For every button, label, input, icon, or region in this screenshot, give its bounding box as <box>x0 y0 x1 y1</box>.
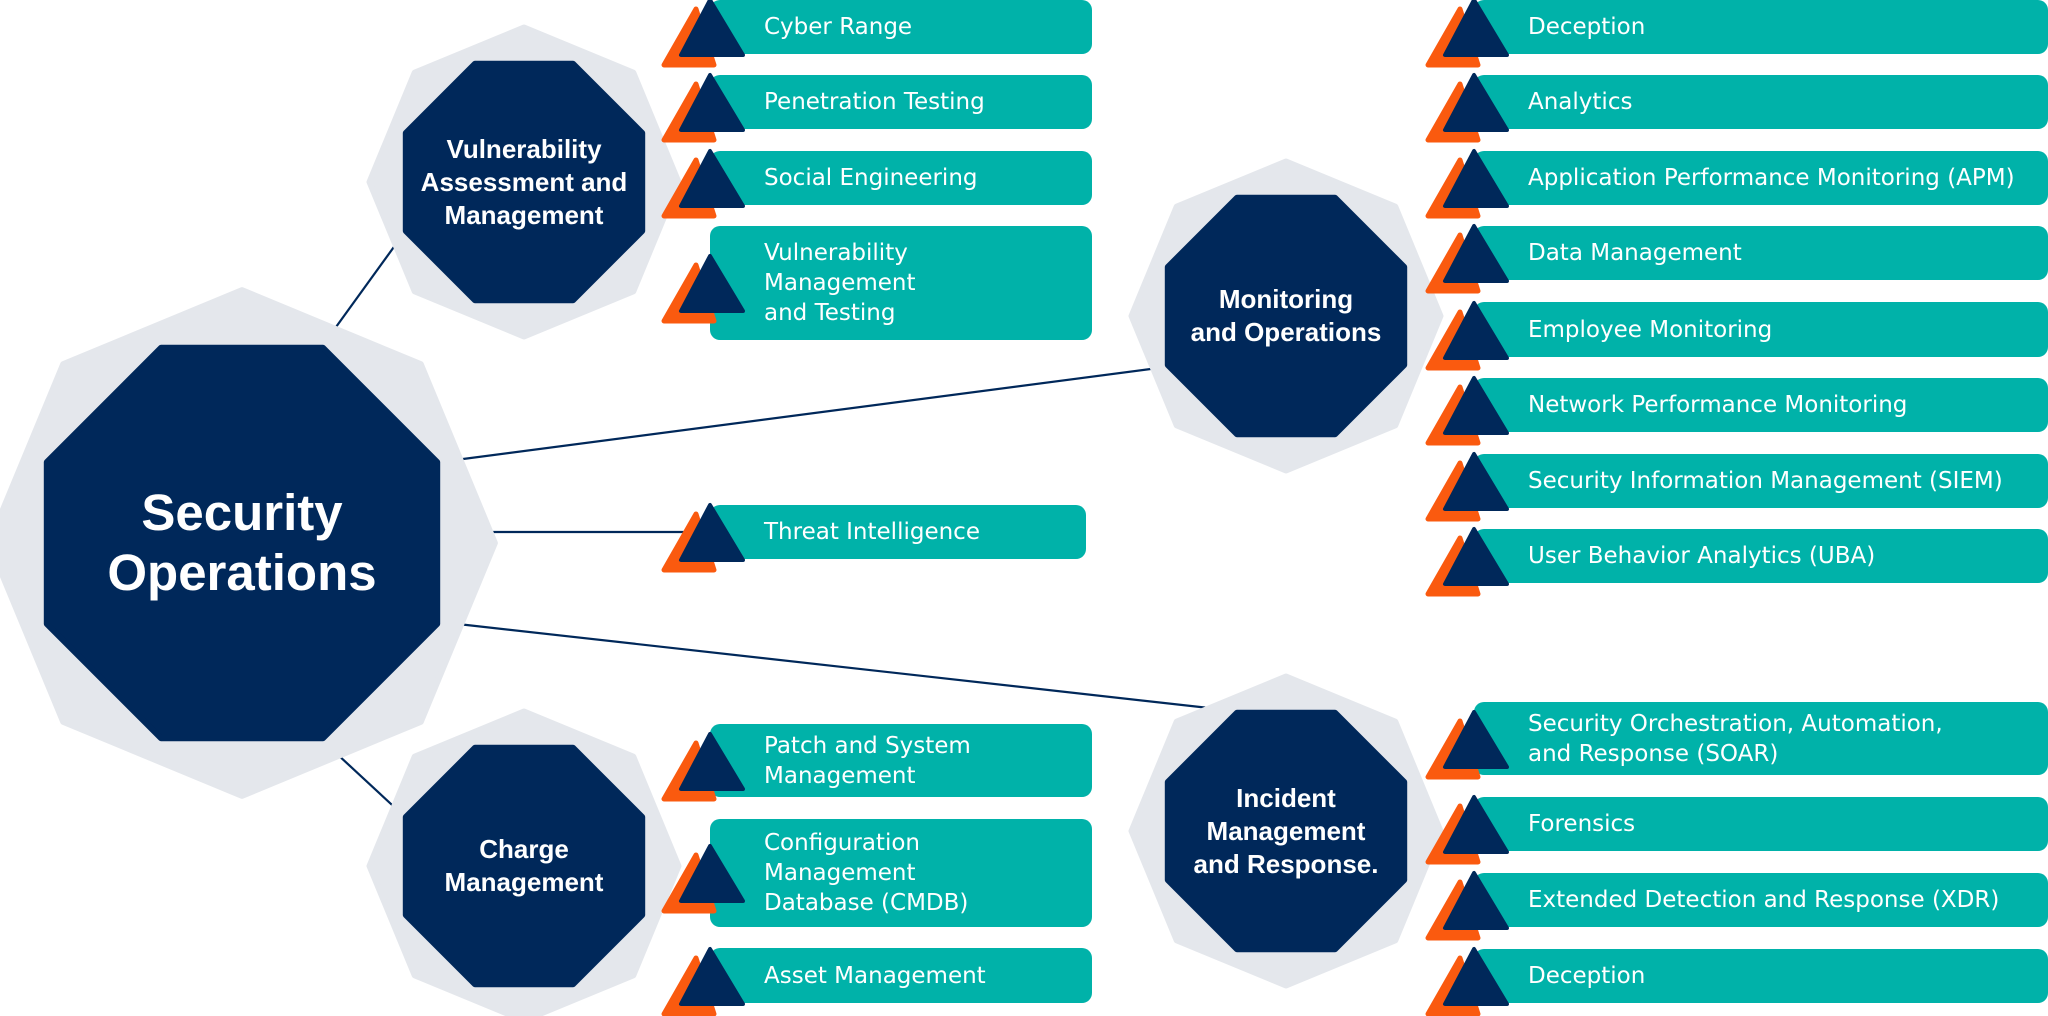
triangle-marker-icon <box>1425 709 1509 779</box>
item-bar-monitoring: Employee Monitoring <box>1474 302 2048 357</box>
item-label: Penetration Testing <box>764 89 985 115</box>
item-bar-monitoring: Deception <box>1474 0 2048 54</box>
item-label: Analytics <box>1528 89 1633 115</box>
item-label: Application Performance Monitoring (APM) <box>1528 165 2015 191</box>
triangle-marker-icon <box>1425 149 1509 219</box>
item-bar-monitoring: Data Management <box>1474 226 2048 280</box>
item-label: Data Management <box>1528 240 1742 266</box>
triangle-navy <box>1443 376 1509 435</box>
root-octagon <box>43 344 441 742</box>
item-bar-charge: Patch and System Management <box>710 724 1092 797</box>
item-label: Asset Management <box>764 962 986 989</box>
item-label: Forensics <box>1528 811 1636 837</box>
item-bar-vulnerability: Penetration Testing <box>710 75 1092 129</box>
item-label: Social Engineering <box>764 165 978 191</box>
triangle-marker-icon <box>661 503 745 573</box>
triangle-marker-icon <box>1425 73 1509 143</box>
triangle-navy <box>679 0 745 57</box>
triangle-navy <box>1443 300 1509 360</box>
item-bar-monitoring: Security Information Management (SIEM) <box>1474 454 2048 508</box>
root-title: Security Operations <box>107 484 377 601</box>
item-bar-incident: Deception <box>1474 949 2048 1003</box>
triangle-marker-icon <box>1425 224 1509 294</box>
triangle-navy <box>679 731 745 791</box>
item-bar-charge: Asset Management <box>710 948 1092 1003</box>
triangle-marker-icon <box>661 946 745 1016</box>
item-label: Deception <box>1528 14 1646 40</box>
item-label: Threat Intelligence <box>764 519 980 545</box>
triangle-navy <box>679 149 745 208</box>
item-bar-monitoring: Application Performance Monitoring (APM) <box>1474 151 2048 205</box>
triangle-navy <box>1443 947 1509 1006</box>
item-label: Employee Monitoring <box>1528 316 1773 343</box>
triangle-marker-icon <box>1425 300 1509 370</box>
item-bar-charge: Configuration Management Database (CMDB) <box>710 819 1092 927</box>
hub-charge-octagon <box>402 744 646 988</box>
item-bar-monitoring: User Behavior Analytics (UBA) <box>1474 529 2048 583</box>
triangle-navy <box>1443 224 1509 283</box>
triangle-marker-icon <box>661 254 745 324</box>
item-bar-incident: Extended Detection and Response (XDR) <box>1474 873 2048 927</box>
triangle-navy <box>679 503 745 562</box>
triangle-navy <box>1443 709 1509 769</box>
triangle-navy <box>1443 149 1509 208</box>
hub-vulnerability-octagon <box>402 60 646 304</box>
triangle-navy <box>679 844 745 903</box>
connector-monitoring <box>439 365 1167 464</box>
hub-vulnerability-title: Vulnerability Assessment and Management <box>420 133 628 230</box>
triangle-navy <box>1443 527 1509 586</box>
item-bar-incident: Forensics <box>1474 797 2048 851</box>
item-bar-monitoring: Network Performance Monitoring <box>1474 378 2048 432</box>
hub-charge-title: Charge Management <box>444 834 604 897</box>
hub-monitoring-octagon <box>1164 194 1408 438</box>
item-label: Security Orchestration, Automation, and … <box>1528 710 1943 767</box>
item-label: Deception <box>1528 963 1646 989</box>
triangle-navy <box>1443 452 1509 511</box>
item-bar-monitoring: Analytics <box>1474 75 2048 129</box>
triangle-navy <box>679 73 745 132</box>
triangle-marker-icon <box>1425 376 1509 446</box>
item-bar-vulnerability: Cyber Range <box>710 0 1092 54</box>
triangle-marker-icon <box>661 149 745 219</box>
item-bar-vulnerability: Social Engineering <box>710 151 1092 205</box>
item-label: Network Performance Monitoring <box>1528 392 1908 418</box>
triangle-navy <box>1443 871 1509 930</box>
item-bar-incident: Security Orchestration, Automation, and … <box>1474 702 2048 775</box>
triangle-navy <box>1443 73 1509 132</box>
triangle-navy <box>679 946 745 1006</box>
item-label: Extended Detection and Response (XDR) <box>1528 887 2000 913</box>
triangle-marker-icon <box>661 731 745 801</box>
item-label: User Behavior Analytics (UBA) <box>1528 543 1876 569</box>
triangle-marker-icon <box>1425 947 1509 1016</box>
triangle-marker-icon <box>661 844 745 914</box>
triangle-marker-icon <box>1425 527 1509 597</box>
triangle-marker-icon <box>661 0 745 68</box>
triangle-navy <box>1443 0 1509 57</box>
item-bar-vulnerability: Vulnerability Management and Testing <box>710 226 1092 340</box>
hub-monitoring-title: Monitoring and Operations <box>1190 284 1382 347</box>
item-label: Vulnerability Management and Testing <box>764 240 916 326</box>
triangle-marker-icon <box>1425 795 1509 865</box>
item-label: Cyber Range <box>764 14 913 40</box>
triangle-marker-icon <box>1425 0 1509 68</box>
item-bar-threat: Threat Intelligence <box>710 505 1086 559</box>
triangle-navy <box>679 254 745 313</box>
triangle-marker-icon <box>661 73 745 143</box>
connector-incident <box>439 620 1237 713</box>
triangle-navy <box>1443 795 1509 854</box>
item-label: Configuration Management Database (CMDB) <box>764 830 969 916</box>
triangle-marker-icon <box>1425 871 1509 941</box>
triangle-marker-icon <box>1425 452 1509 522</box>
item-label: Patch and System Management <box>764 732 971 789</box>
hub-incident-title: Incident Management and Response. <box>1193 782 1379 879</box>
hub-incident-octagon <box>1164 709 1408 953</box>
item-label: Security Information Management (SIEM) <box>1528 468 2003 494</box>
